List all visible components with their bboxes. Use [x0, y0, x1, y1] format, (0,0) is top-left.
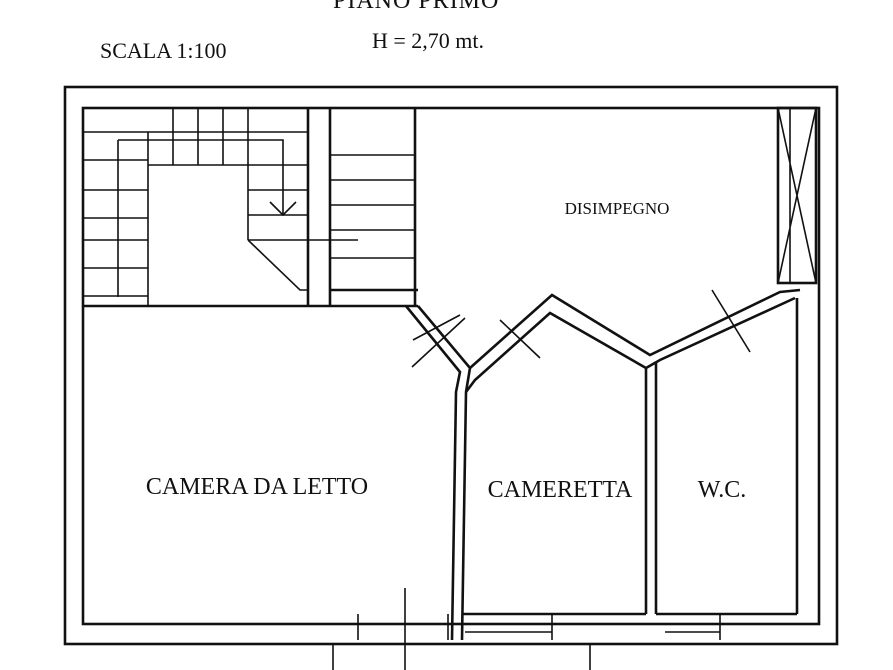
door-swing-wc [711, 289, 751, 353]
wall-stair-bottom [83, 288, 418, 308]
door-swing-cameretta [499, 319, 541, 359]
wall-diagonal-left-inner [417, 305, 472, 641]
wall-cameretta-roof-inner [464, 296, 796, 393]
outer-wall-outer [63, 85, 839, 646]
outer-wall-inner [81, 106, 821, 626]
room-label-disimpegno: DISIMPEGNO [565, 199, 670, 218]
ventilation-shaft [776, 106, 818, 285]
room-label-cameretta: CAMERETTA [488, 477, 633, 503]
ceiling-height-label: H = 2,70 mt. [372, 28, 485, 53]
window-bottom-wc [665, 614, 721, 640]
wall-cameretta-roof [469, 288, 801, 369]
window-bottom-left [357, 588, 449, 670]
entrance-lines [332, 645, 591, 670]
wall-diagonal-left [404, 305, 462, 641]
window-bottom-cameretta [465, 614, 553, 640]
plan-title: PIANO PRIMO [333, 0, 500, 14]
staircase [83, 108, 417, 306]
scale-label: SCALA 1:100 [100, 38, 227, 63]
door-swing-camera [411, 314, 466, 368]
room-label-wc: W.C. [698, 477, 746, 503]
room-label-camera-da-letto: CAMERA DA LETTO [146, 474, 368, 500]
